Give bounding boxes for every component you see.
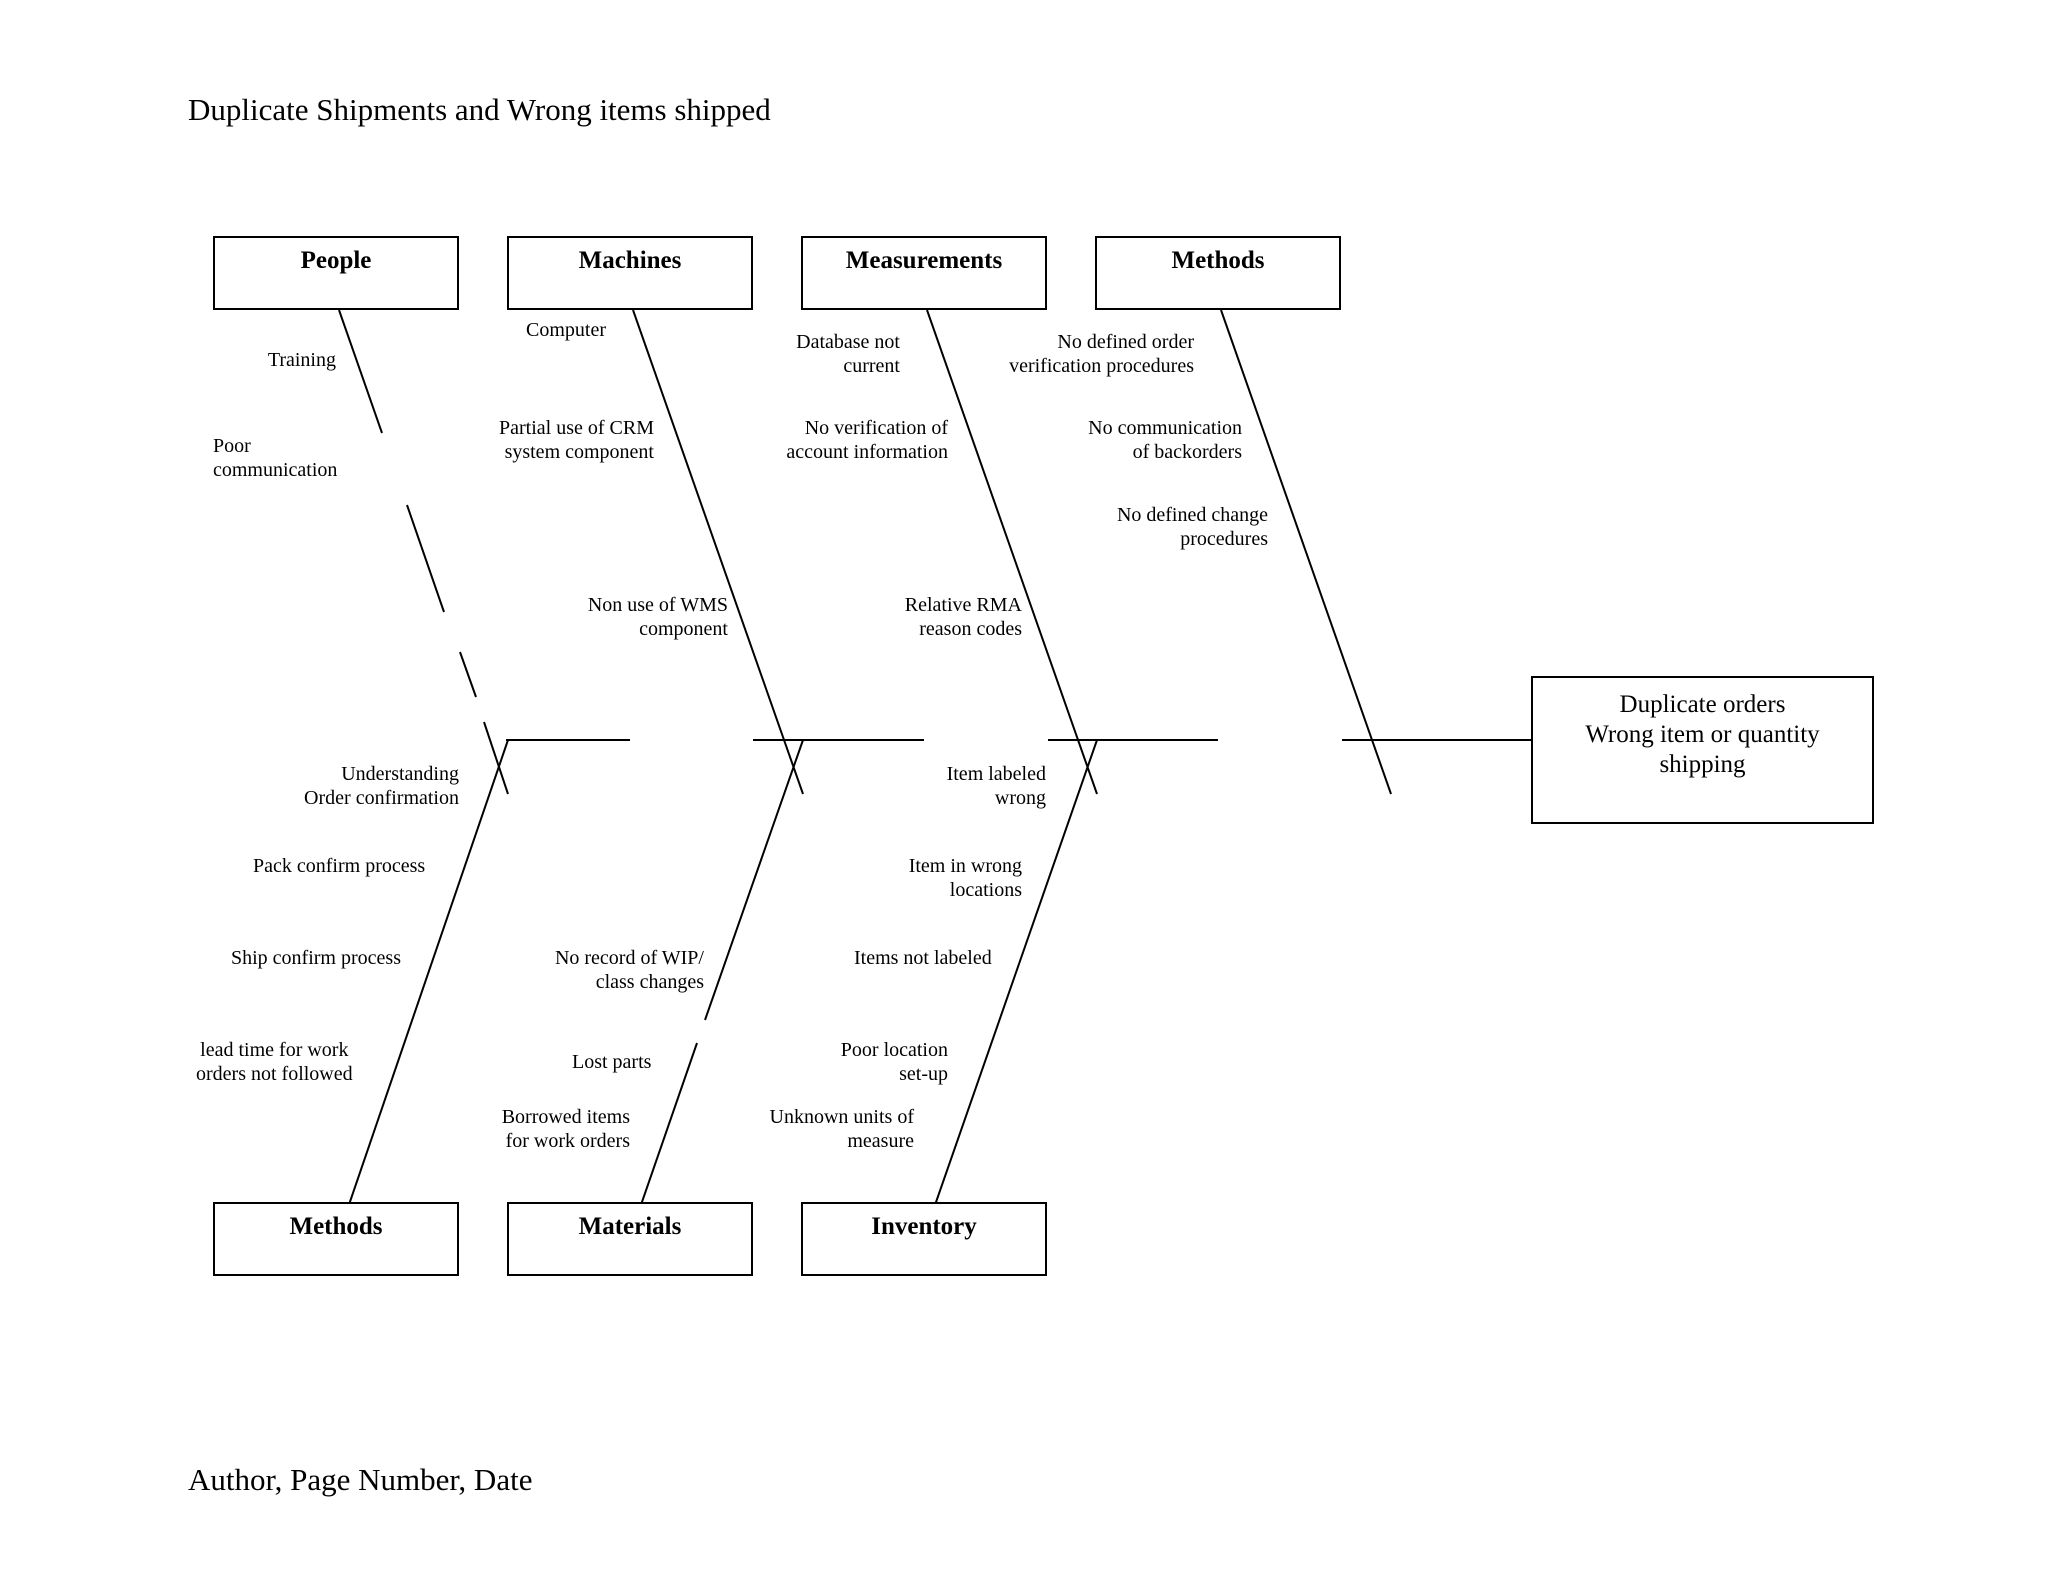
- cause-label: Lost parts: [572, 1050, 651, 1074]
- category-methods-bottom: Methods: [213, 1202, 459, 1276]
- people-bone: [459, 651, 477, 698]
- cause-text: wrong: [994, 787, 1046, 809]
- cause-text: Item in wrong: [908, 855, 1022, 877]
- cause-text: Poor: [213, 435, 251, 457]
- cause-text: Computer: [526, 319, 606, 341]
- cause-text: Ship confirm process: [231, 947, 401, 969]
- cause-text: Borrowed items: [501, 1106, 630, 1128]
- cause-text: Items not labeled: [854, 947, 992, 969]
- cause-text: No verification of: [804, 417, 948, 439]
- effect-box: Duplicate orders Wrong item or quantity …: [1531, 676, 1874, 824]
- cause-text: lead time for work: [200, 1039, 349, 1061]
- cause-label: Computer: [526, 318, 606, 342]
- cause-text: of backorders: [1132, 441, 1242, 463]
- methods-bottom-bone: [340, 739, 509, 1229]
- cause-label: Training: [268, 348, 336, 372]
- measurements-bone: [926, 309, 1098, 795]
- cause-text: Understanding: [341, 763, 459, 785]
- cause-text: No communication: [1088, 417, 1242, 439]
- effect-line: shipping: [1659, 751, 1746, 778]
- cause-text: Poor location: [840, 1039, 948, 1061]
- cause-text: locations: [949, 879, 1022, 901]
- category-people: People: [213, 236, 459, 310]
- methods-top-bone: [1220, 309, 1392, 795]
- cause-text: for work orders: [505, 1130, 630, 1152]
- page-title: Duplicate Shipments and Wrong items ship…: [188, 92, 771, 127]
- page-footer: Author, Page Number, Date: [188, 1462, 533, 1497]
- cause-text: system component: [504, 441, 654, 463]
- cause-text: No defined order: [1057, 331, 1194, 353]
- cause-text: set-up: [899, 1063, 948, 1085]
- cause-text: communication: [213, 459, 338, 481]
- people-bone: [483, 721, 509, 795]
- category-measurements: Measurements: [801, 236, 1047, 310]
- category-materials: Materials: [507, 1202, 753, 1276]
- effect-line: Duplicate orders: [1619, 691, 1786, 718]
- cause-text: No defined change: [1116, 504, 1268, 526]
- cause-text: measure: [847, 1130, 914, 1152]
- people-bone: [406, 504, 445, 613]
- people-bone: [338, 309, 383, 434]
- cause-text: Training: [267, 349, 336, 371]
- cause-text: class changes: [595, 971, 704, 993]
- cause-text: Non use of WMS: [587, 594, 728, 616]
- cause-label: No record of WIP/class changes: [555, 946, 704, 994]
- cause-text: Pack confirm process: [253, 855, 426, 877]
- cause-text: verification procedures: [1009, 355, 1194, 377]
- cause-text: component: [639, 618, 728, 640]
- cause-label: Ship confirm process: [231, 946, 401, 970]
- cause-text: Item labeled: [946, 763, 1046, 785]
- category-methods-top: Methods: [1095, 236, 1341, 310]
- cause-text: Relative RMA: [904, 594, 1022, 616]
- category-machines: Machines: [507, 236, 753, 310]
- cause-text: Database not: [796, 331, 900, 353]
- cause-text: Partial use of CRM: [499, 417, 654, 439]
- cause-text: current: [843, 355, 900, 377]
- cause-label: Items not labeled: [854, 946, 992, 970]
- cause-text: No record of WIP/: [554, 947, 704, 969]
- cause-label: Pack confirm process: [253, 854, 425, 878]
- machines-bone: [632, 309, 804, 795]
- materials-bone: [704, 739, 804, 1021]
- cause-text: Unknown units of: [769, 1106, 914, 1128]
- cause-text: orders not followed: [196, 1063, 353, 1085]
- cause-text: account information: [786, 441, 948, 463]
- cause-text: procedures: [1180, 528, 1268, 550]
- effect-line: Wrong item or quantity: [1585, 721, 1820, 748]
- cause-text: Order confirmation: [304, 787, 459, 809]
- inventory-bone: [926, 739, 1098, 1229]
- materials-bone: [632, 1042, 698, 1229]
- cause-text: reason codes: [919, 618, 1022, 640]
- category-inventory: Inventory: [801, 1202, 1047, 1276]
- cause-text: Lost parts: [572, 1051, 652, 1073]
